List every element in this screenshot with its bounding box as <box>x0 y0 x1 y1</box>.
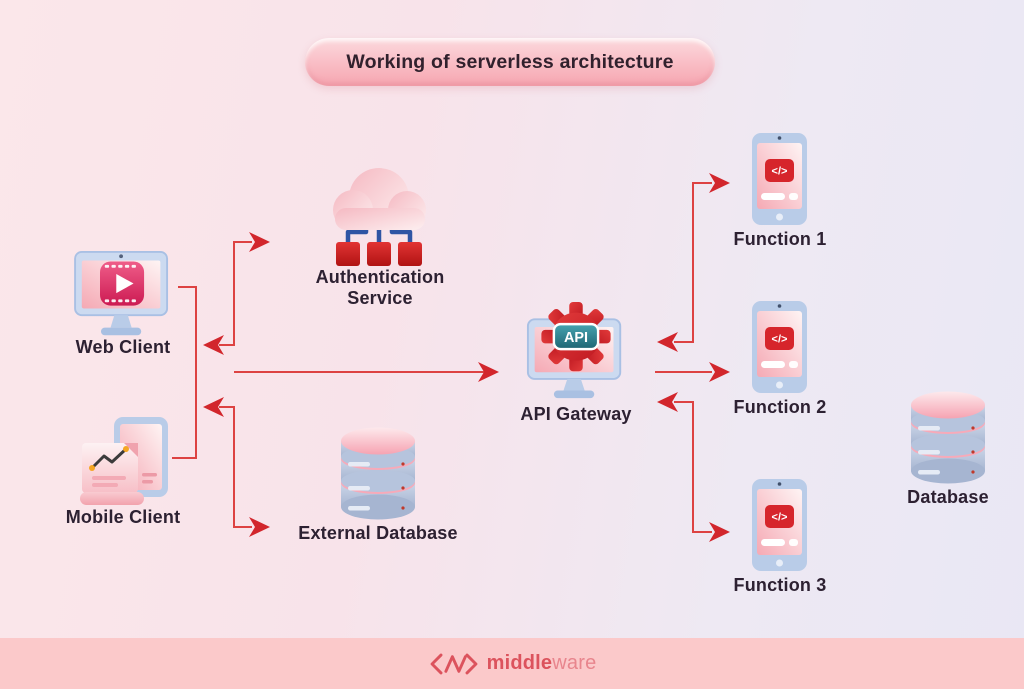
external-database-label: External Database <box>298 523 458 543</box>
function-1-label: Function 1 <box>733 229 827 249</box>
brand-text-bold: middle <box>486 652 553 674</box>
external-database-icon <box>341 427 415 520</box>
arrowhead-to-function2 <box>709 362 730 382</box>
api-badge-text: API <box>564 330 588 346</box>
clients-bracket-line <box>172 286 197 459</box>
network-node-squares <box>336 242 422 266</box>
function3-link-line <box>674 401 712 533</box>
api-gear: API <box>541 302 611 372</box>
code-icon: </> <box>772 334 788 346</box>
arrowhead-to-external-db <box>249 517 270 537</box>
api-gateway-icon: API <box>526 302 622 399</box>
database-icon <box>911 391 985 484</box>
brand-text-light: ware <box>552 652 597 674</box>
function-2-label: Function 2 <box>733 397 827 417</box>
mobile-client-label: Mobile Client <box>65 507 181 527</box>
middleware-brand: middleware <box>428 650 597 678</box>
brand-text: middleware <box>487 652 597 675</box>
mobile-client-icon <box>80 417 168 505</box>
function-2-icon: </> <box>752 301 807 393</box>
authentication-service-label: Authentication Service <box>315 267 445 308</box>
web-client-icon <box>74 250 169 336</box>
external-db-link-line <box>219 406 252 528</box>
function1-link-line <box>674 182 712 343</box>
api-gateway-label: API Gateway <box>520 404 632 424</box>
middleware-logo-icon <box>430 653 477 674</box>
code-icon: </> <box>772 166 788 178</box>
video-play-badge <box>100 261 145 306</box>
database-label: Database <box>907 487 989 507</box>
chart-document <box>80 443 144 505</box>
function-1-icon: </> <box>752 133 807 225</box>
arrowhead-to-function1 <box>709 173 730 193</box>
function-3-label: Function 3 <box>733 575 827 595</box>
arrowhead-to-api-gateway <box>478 362 499 382</box>
function-3-icon: </> <box>752 479 807 571</box>
auth-service-link-line <box>219 241 252 346</box>
cloud-shape <box>333 168 426 230</box>
code-icon: </> <box>772 512 788 524</box>
arrowhead-from-function1 <box>657 332 678 352</box>
diagram-title-text: Working of serverless architecture <box>346 50 674 73</box>
web-client-label: Web Client <box>75 337 171 357</box>
footer-bar: middleware <box>0 638 1024 689</box>
diagram-title: Working of serverless architecture <box>305 38 715 86</box>
arrowhead-to-auth-service <box>249 232 270 252</box>
authentication-service-icon <box>333 168 426 266</box>
arrowhead-to-mobile-client <box>203 397 224 417</box>
arrowhead-to-function3 <box>709 522 730 542</box>
